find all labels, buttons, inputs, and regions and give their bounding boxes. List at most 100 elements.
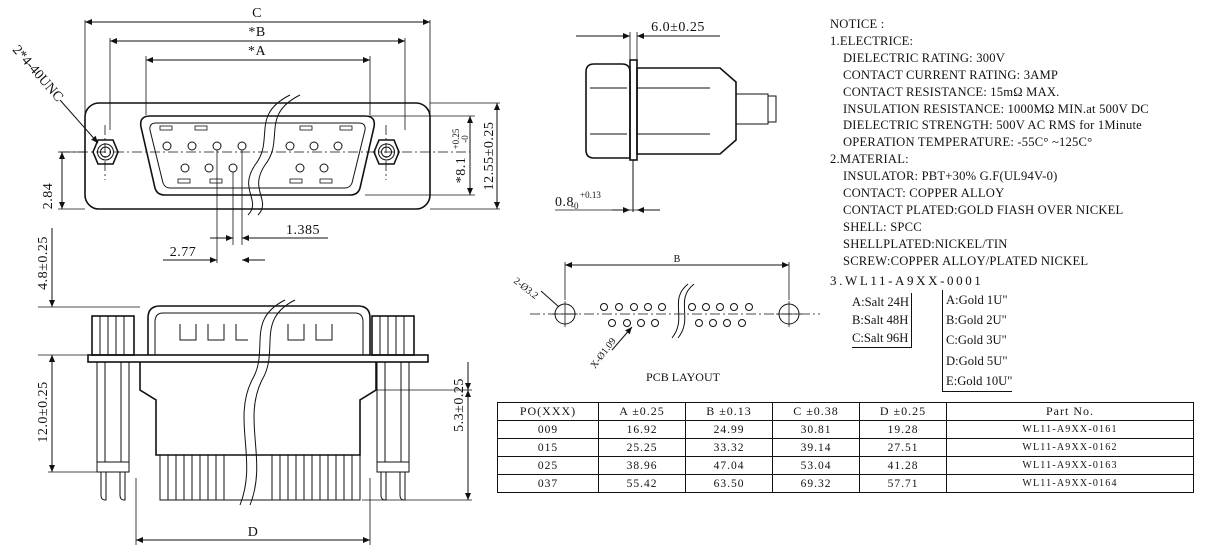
table-header-row: PO(XXX) A ±0.25 B ±0.13 C ±0.38 D ±0.25 … — [497, 402, 1194, 421]
pcb-break-left — [671, 283, 689, 339]
top-tail — [735, 93, 769, 125]
cell: 38.96 — [598, 456, 686, 475]
dim-0-8: 0.8 — [555, 195, 574, 210]
flange-outline — [84, 102, 431, 210]
side-view: 4.8±0.25 12.0±0.25 — [36, 228, 472, 545]
cell: 009 — [497, 420, 599, 439]
contact-windows — [179, 324, 333, 341]
break-line-right — [257, 94, 301, 216]
top-shell-front — [585, 63, 631, 159]
material-spec: SCREW:COPPER ALLOY/PLATED NICKEL — [843, 253, 1089, 268]
material-header: 2.MATERIAL: — [830, 152, 909, 167]
electric-spec: DIELECTRIC STRENGTH: 500V AC RMS for 1Mi… — [843, 118, 1142, 133]
cell: 27.51 — [859, 438, 947, 457]
side-break-left — [239, 299, 286, 506]
dim-a-label: *A — [248, 44, 267, 59]
pcb-hole-label: 2-Ø3.2 — [511, 276, 540, 302]
cell: 55.42 — [598, 474, 686, 493]
salt-option: A:Salt 24H — [852, 295, 910, 309]
gold-option: D:Gold 5U" — [946, 353, 1008, 368]
ordering-code: 3.WL11-A9XX-0001 — [830, 273, 984, 288]
pcb-pin-holes — [600, 303, 753, 327]
svg-text:-0: -0 — [571, 201, 579, 211]
col-header: D ±0.25 — [859, 402, 947, 421]
dim-b-label: *B — [248, 25, 265, 40]
cell: 24.99 — [685, 420, 773, 439]
cell: 16.92 — [598, 420, 686, 439]
table-row: 025 38.96 47.04 53.04 41.28 WL11-A9XX-01… — [497, 456, 1194, 475]
material-spec: INSULATOR: PBT+30% G.F(UL94V-0) — [843, 169, 1058, 184]
cell: 015 — [497, 438, 599, 457]
side-post-left — [91, 315, 135, 501]
dim-5-3: 5.3±0.25 — [452, 378, 467, 432]
cell: 41.28 — [859, 456, 947, 475]
cell: WL11-A9XX-0162 — [946, 438, 1194, 457]
salt-option: B:Salt 48H — [852, 313, 909, 327]
side-body-lower — [139, 362, 377, 456]
cell: WL11-A9XX-0161 — [946, 420, 1194, 439]
dim-d-label: D — [248, 525, 259, 540]
dim-8-1: *8.1 — [454, 157, 469, 184]
cell: 47.04 — [685, 456, 773, 475]
dimension-table: PO(XXX) A ±0.25 B ±0.13 C ±0.38 D ±0.25 … — [497, 402, 1194, 493]
cell: WL11-A9XX-0163 — [946, 456, 1194, 475]
electric-spec: DIELECTRIC RATING: 300V — [843, 50, 1006, 65]
electric-spec: INSULATION RESISTANCE: 1000MΩ MIN.at 500… — [843, 101, 1149, 116]
material-spec: CONTACT PLATED:GOLD FIASH OVER NICKEL — [843, 202, 1124, 217]
gold-option: E:Gold 10U" — [946, 373, 1013, 388]
cell: 53.04 — [772, 456, 860, 475]
electric-header: 1.ELECTRICE: — [830, 33, 914, 48]
front-view: C *B *A — [9, 6, 500, 263]
col-header: A ±0.25 — [598, 402, 686, 421]
pin-row-top — [162, 141, 343, 151]
cell: 30.81 — [772, 420, 860, 439]
electric-spec: CONTACT CURRENT RATING: 3AMP — [843, 67, 1059, 82]
cell: 25.25 — [598, 438, 686, 457]
gold-options: A:Gold 1U" B:Gold 2U" C:Gold 3U" D:Gold … — [942, 290, 1013, 393]
side-post-right — [371, 315, 415, 501]
dim-12-0: 12.0±0.25 — [36, 381, 51, 442]
side-flange — [87, 354, 429, 363]
cell: 39.14 — [772, 438, 860, 457]
notice-title: NOTICE : — [830, 17, 885, 31]
dim-2-77: 2.77 — [170, 245, 197, 260]
cell: 69.32 — [772, 474, 860, 493]
cell: WL11-A9XX-0164 — [946, 474, 1194, 493]
cell: 025 — [497, 456, 599, 475]
salt-options: A:Salt 24H B:Salt 48H C:Salt 96H — [852, 293, 913, 348]
electric-spec: CONTACT RESISTANCE: 15mΩ MAX. — [843, 84, 1060, 99]
col-header: PO(XXX) — [497, 402, 599, 421]
pcb-caption: PCB LAYOUT — [646, 370, 721, 384]
pcb-layout: B 2-Ø3.2 X-Ø1.09 PCB LAYOUT — [511, 254, 820, 384]
svg-text:+0.25: +0.25 — [451, 128, 461, 149]
material-spec: CONTACT: COPPER ALLOY — [843, 186, 1005, 201]
thread-callout: 2*4-40UNC — [9, 43, 66, 105]
pin-row-bottom — [180, 163, 329, 173]
svg-text:+0.13: +0.13 — [580, 190, 601, 200]
d-shell-inner — [149, 122, 366, 189]
gold-option: A:Gold 1U" — [946, 293, 1008, 307]
d-shell-outer — [139, 115, 376, 196]
gold-option: C:Gold 3U" — [946, 333, 1007, 348]
cell: 57.71 — [859, 474, 947, 493]
dim-6-0: 6.0±0.25 — [651, 20, 705, 35]
break-line-left — [247, 94, 291, 216]
col-header: C ±0.38 — [772, 402, 860, 421]
cell: 63.50 — [685, 474, 773, 493]
top-flange — [629, 59, 638, 161]
material-spec: SHELL: SPCC — [843, 219, 922, 234]
dim-12-55: 12.55±0.25 — [482, 122, 497, 191]
svg-text:-0: -0 — [460, 135, 470, 143]
pcb-pin-hole-label: X-Ø1.09 — [589, 336, 619, 371]
col-header: B ±0.13 — [685, 402, 773, 421]
pcb-dim-b: B — [674, 254, 681, 265]
gold-option: B:Gold 2U" — [946, 313, 1007, 328]
dim-2-84: 2.84 — [41, 183, 56, 210]
dim-c-label: C — [252, 6, 262, 21]
side-break-right — [249, 299, 296, 506]
salt-option: C:Salt 96H — [852, 331, 909, 345]
material-spec: SHELLPLATED:NICKEL/TIN — [843, 236, 1008, 251]
cell: 19.28 — [859, 420, 947, 439]
electric-spec: OPERATION TEMPERATURE: -55C° ~125C° — [843, 135, 1093, 150]
